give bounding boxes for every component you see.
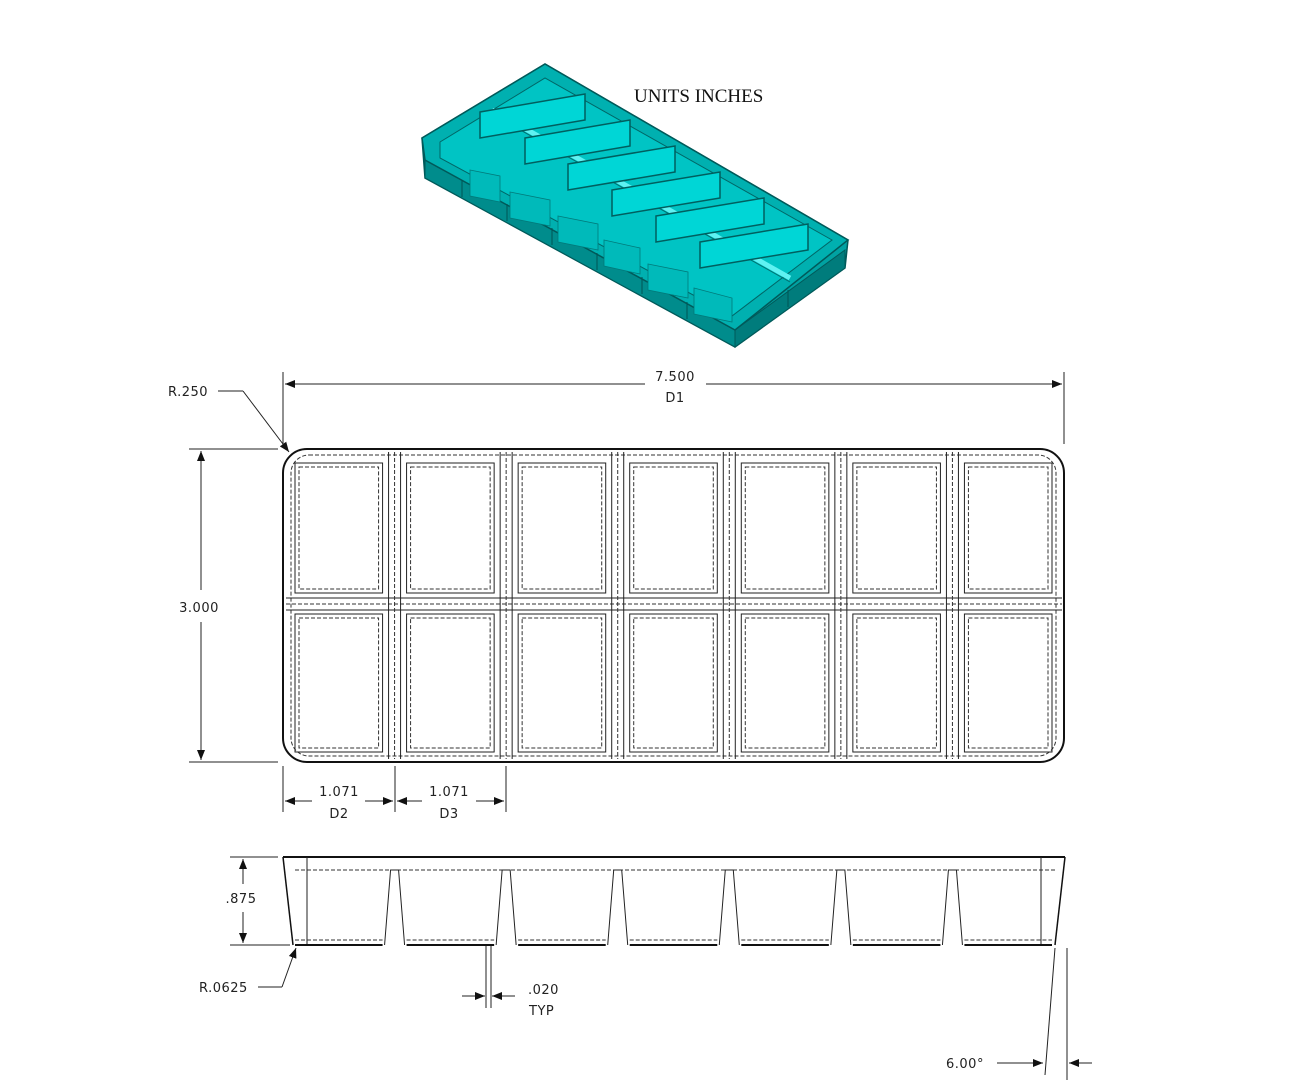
compartment [852, 613, 941, 753]
overall-length-value: 7.500 [655, 370, 695, 385]
dimension-corner-radius: R.250 [168, 385, 290, 453]
side-divider [830, 869, 852, 946]
dimension-overall-width: 3.000 [179, 448, 278, 763]
draft-angle-value: 6.00° [946, 1057, 984, 1072]
isometric-tray-view [421, 63, 850, 348]
compartment [629, 613, 718, 753]
front-view [282, 856, 1066, 946]
overall-width-value: 3.000 [179, 601, 219, 616]
compartment [517, 613, 607, 753]
side-divider [607, 869, 629, 946]
compartment [406, 462, 495, 594]
dimension-depth: .875 [226, 856, 290, 946]
pitch-2-id: D3 [439, 807, 458, 822]
units-note: UNITS INCHES [634, 86, 763, 107]
side-divider [384, 869, 406, 946]
depth-value: .875 [226, 892, 257, 907]
side-divider [495, 869, 517, 946]
compartment [406, 613, 495, 753]
compartment [629, 462, 718, 594]
dimension-draft-angle: 6.00° [946, 947, 1092, 1080]
dimension-bottom-radius: R.0625 [199, 947, 297, 996]
top-view [282, 448, 1065, 763]
pitch-1-id: D2 [329, 807, 348, 822]
pitch-2-value: 1.071 [429, 785, 469, 800]
compartment [740, 462, 830, 594]
bottom-radius-label: R.0625 [199, 981, 248, 996]
dimension-pitch: 1.071 D2 1.071 D3 [282, 766, 507, 822]
pitch-1-value: 1.071 [319, 785, 359, 800]
compartment [740, 613, 830, 753]
dimension-overall-length: 7.500 D1 [282, 370, 1065, 444]
compartment [963, 613, 1053, 753]
wall-thickness-value: .020 [528, 983, 559, 998]
overall-length-id: D1 [665, 391, 684, 406]
side-divider [941, 869, 963, 946]
compartment [294, 462, 384, 594]
compartment [852, 462, 941, 594]
dimension-wall-thickness: .020 TYP [462, 946, 559, 1019]
compartment [294, 613, 384, 753]
corner-radius-label: R.250 [168, 385, 208, 400]
compartment [963, 462, 1053, 594]
compartment [517, 462, 607, 594]
wall-thickness-note: TYP [528, 1004, 554, 1019]
side-divider [718, 869, 740, 946]
